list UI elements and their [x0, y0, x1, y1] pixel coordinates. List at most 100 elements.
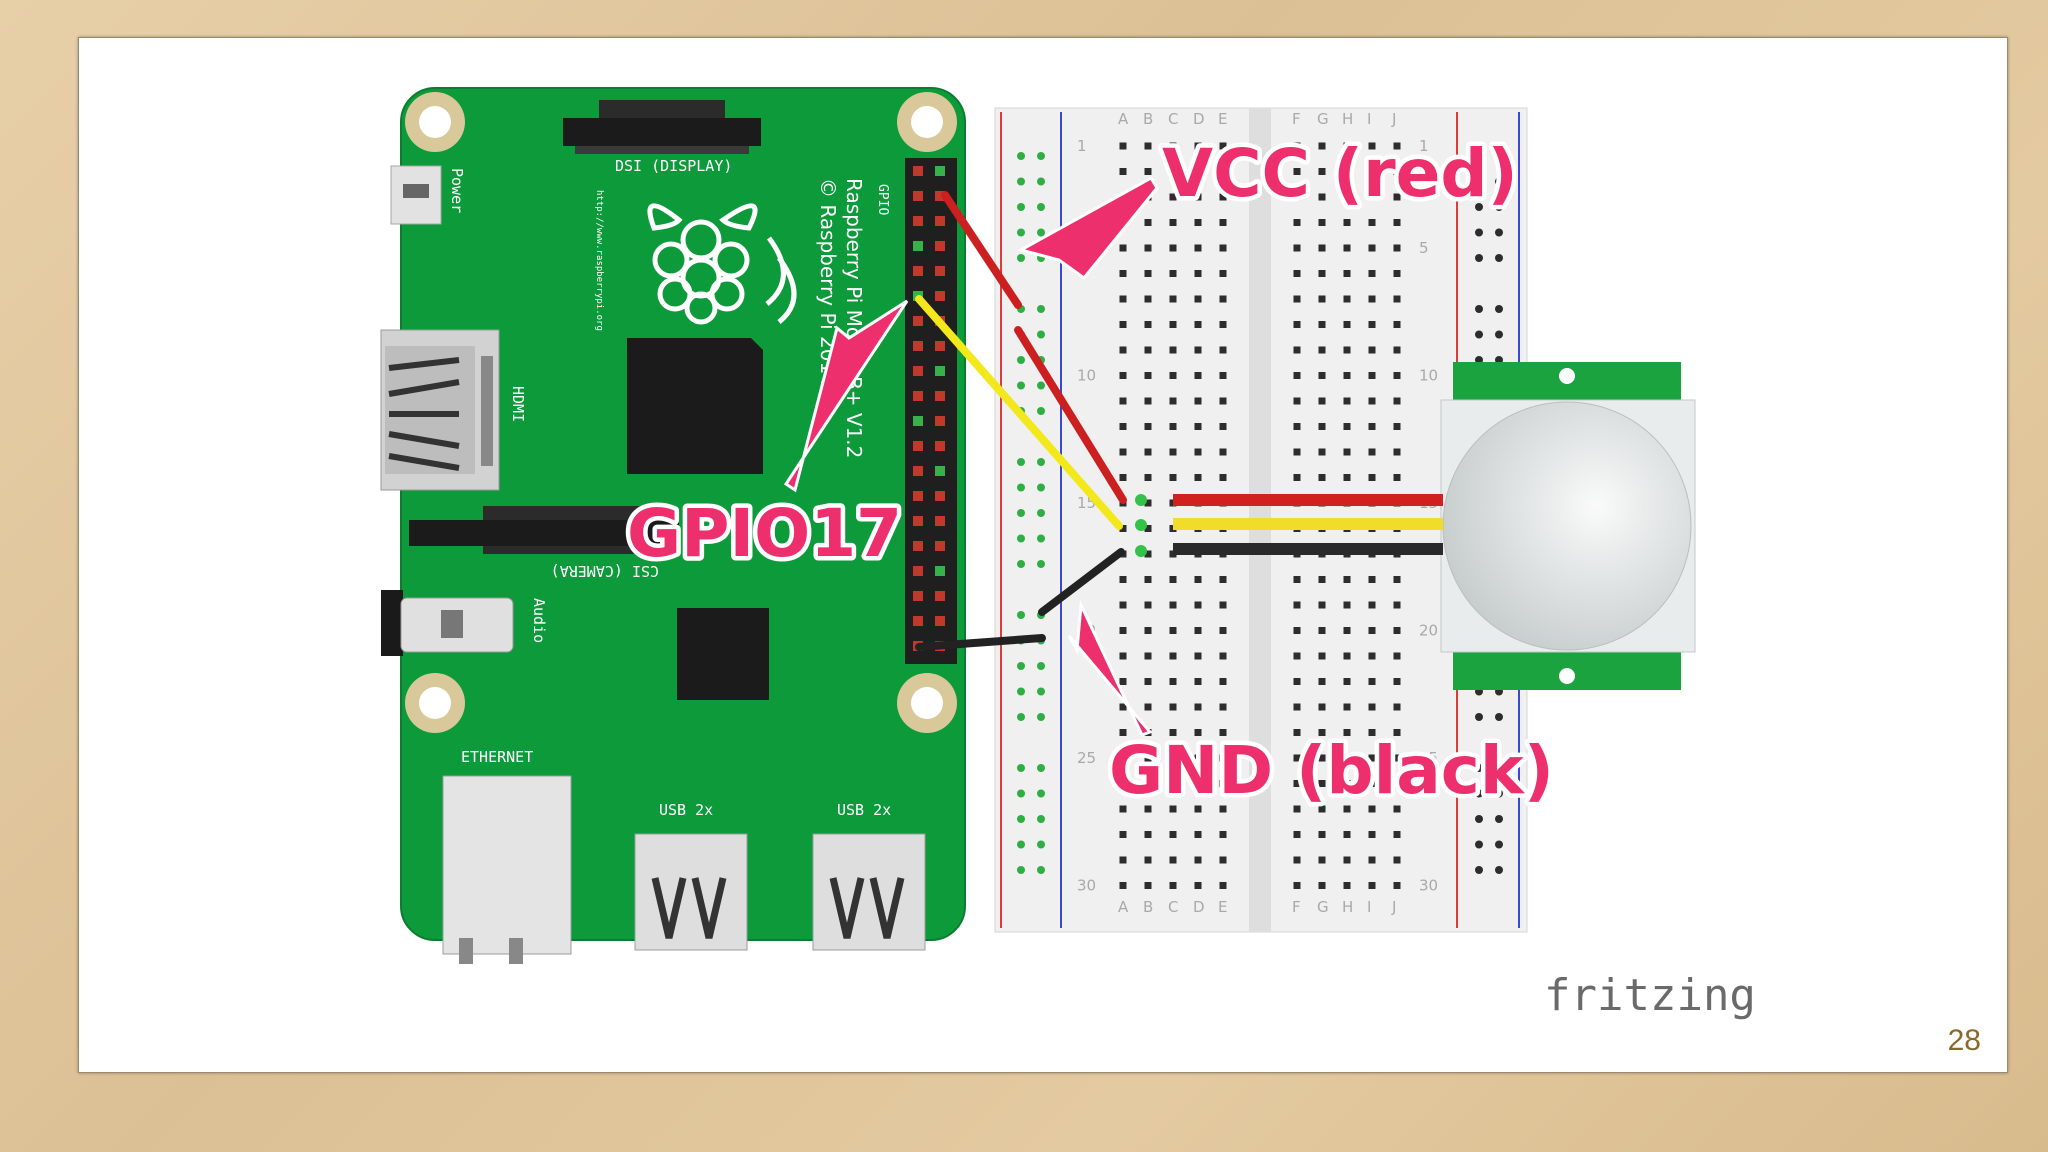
rail-hole — [1017, 177, 1025, 186]
breadboard-hole — [1144, 754, 1152, 762]
breadboard-hole — [1318, 576, 1326, 583]
breadboard-hole — [1368, 168, 1376, 175]
breadboard-hole — [1194, 270, 1202, 277]
column-label: D — [1193, 110, 1205, 128]
breadboard-hole — [1194, 780, 1202, 787]
breadboard-hole — [1144, 499, 1152, 507]
usb2-label: USB 2x — [837, 801, 891, 819]
breadboard-hole — [1169, 831, 1177, 838]
gpio-pin — [913, 516, 923, 526]
breadboard-hole — [1393, 703, 1401, 711]
gpio-pin — [913, 541, 923, 551]
breadboard-hole — [1368, 219, 1376, 226]
csi-connector: CSI (CAMERA) — [409, 506, 679, 580]
breadboard-hole — [1318, 729, 1326, 736]
breadboard-hole — [1293, 805, 1301, 813]
pir-dome — [1442, 401, 1692, 651]
breadboard-hole — [1393, 856, 1401, 864]
breadboard-hole — [1144, 244, 1152, 252]
rail-hole — [1495, 228, 1503, 237]
breadboard-hole — [1393, 882, 1401, 889]
gpio-pin — [913, 166, 923, 176]
breadboard-hole — [1144, 703, 1152, 711]
breadboard-hole — [1194, 372, 1202, 379]
breadboard-hole — [1368, 474, 1376, 481]
breadboard-hole — [1144, 295, 1152, 303]
hdmi-connector: HDMI — [380, 329, 527, 491]
rail-hole — [1495, 764, 1503, 772]
breadboard-hole — [1194, 652, 1202, 660]
breadboard-hole — [1293, 270, 1301, 277]
breadboard-hole — [1194, 448, 1202, 456]
gpio-header — [905, 158, 957, 664]
rail-hole — [1017, 789, 1025, 798]
breadboard-hole — [1219, 295, 1227, 303]
breadboard-hole — [1169, 168, 1177, 175]
breadboard-hole — [1144, 474, 1152, 481]
breadboard-hole — [1144, 346, 1152, 354]
breadboard-hole — [1318, 423, 1326, 430]
rail-hole — [1037, 330, 1045, 339]
column-label: G — [1317, 110, 1329, 128]
gpio-pin — [935, 541, 945, 551]
breadboard-hole — [1219, 346, 1227, 354]
dsi-connector: DSI (DISPLAY) — [563, 100, 761, 175]
gpio-pin — [935, 391, 945, 401]
breadboard-hole — [1293, 601, 1301, 609]
breadboard-hole — [1343, 882, 1351, 889]
breadboard-hole — [1368, 270, 1376, 277]
raspberry-logo-icon — [647, 203, 797, 325]
row-label: 10 — [1077, 367, 1096, 385]
breadboard-hole — [1318, 219, 1326, 226]
breadboard-hole — [1144, 601, 1152, 609]
raspberry-pi-board: DSI (DISPLAY) Power — [380, 87, 966, 964]
breadboard-hole — [1318, 346, 1326, 354]
breadboard-hole — [1144, 219, 1152, 226]
breadboard-hole — [1293, 576, 1301, 583]
rail-hole — [1017, 534, 1025, 543]
rail-hole — [1017, 356, 1025, 364]
wires — [915, 191, 1443, 651]
rail-hole — [1037, 228, 1045, 237]
gnd-arrow-icon — [1067, 599, 1153, 737]
breadboard-hole — [1318, 856, 1326, 864]
gpio-pin — [913, 466, 923, 476]
column-label: H — [1342, 110, 1353, 128]
breadboard-hole — [1343, 831, 1351, 838]
gpio-pin — [935, 191, 945, 201]
column-label: A — [1118, 110, 1129, 128]
row-label: 10 — [1419, 367, 1438, 385]
gpio-pin — [935, 566, 945, 576]
breadboard-hole — [1119, 525, 1127, 532]
breadboard-hole — [1194, 882, 1202, 889]
breadboard-hole — [1343, 193, 1351, 201]
row-label: 25 — [1419, 749, 1438, 767]
row-label: 30 — [1419, 877, 1438, 895]
breadboard-hole — [1343, 754, 1351, 762]
gpio-pin — [935, 491, 945, 501]
breadboard-hole — [1393, 423, 1401, 430]
breadboard-hole — [1144, 550, 1152, 558]
gpio-pin — [913, 416, 923, 426]
breadboard-hole — [1219, 474, 1227, 481]
breadboard-hole — [1219, 321, 1227, 328]
breadboard-hole — [1194, 831, 1202, 838]
breadboard-hole — [1119, 652, 1127, 660]
breadboard-hole — [1393, 831, 1401, 838]
breadboard-hole — [1219, 805, 1227, 813]
breadboard-hole — [1393, 729, 1401, 736]
rail-hole — [1495, 152, 1503, 160]
ethernet-port: ETHERNET — [442, 748, 572, 964]
rail-hole — [1017, 254, 1025, 262]
breadboard-hole — [1169, 780, 1177, 787]
breadboard-hole — [1169, 576, 1177, 583]
breadboard-hole — [1343, 321, 1351, 328]
breadboard-hole — [1169, 244, 1177, 252]
breadboard-hole — [1169, 321, 1177, 328]
slide: DSI (DISPLAY) Power — [78, 37, 2008, 1073]
breadboard-hole — [1393, 576, 1401, 583]
breadboard-hole — [1293, 729, 1301, 736]
breadboard-hole — [1368, 805, 1376, 813]
gpio-pin — [913, 441, 923, 451]
breadboard-hole — [1318, 372, 1326, 379]
